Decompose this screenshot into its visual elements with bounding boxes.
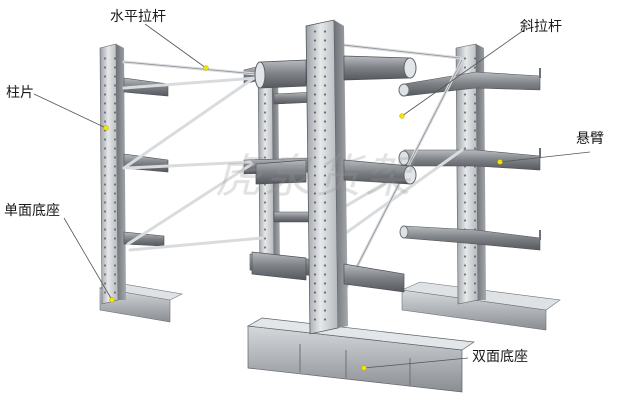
leader-lines <box>33 23 591 369</box>
watermark: 虎泉货架 <box>215 149 415 203</box>
label-single-base: 单面底座 <box>4 203 60 219</box>
leader-dots <box>103 65 503 371</box>
label-diagonal-tie: 斜拉杆 <box>520 19 562 35</box>
label-horizontal-tie: 水平拉杆 <box>110 9 166 25</box>
rack-column-back-right <box>398 43 561 331</box>
rack-column-front <box>246 19 475 393</box>
label-double-base: 双面底座 <box>472 349 528 365</box>
label-column: 柱片 <box>6 85 34 101</box>
label-cantilever-arm: 悬臂 <box>576 131 604 147</box>
